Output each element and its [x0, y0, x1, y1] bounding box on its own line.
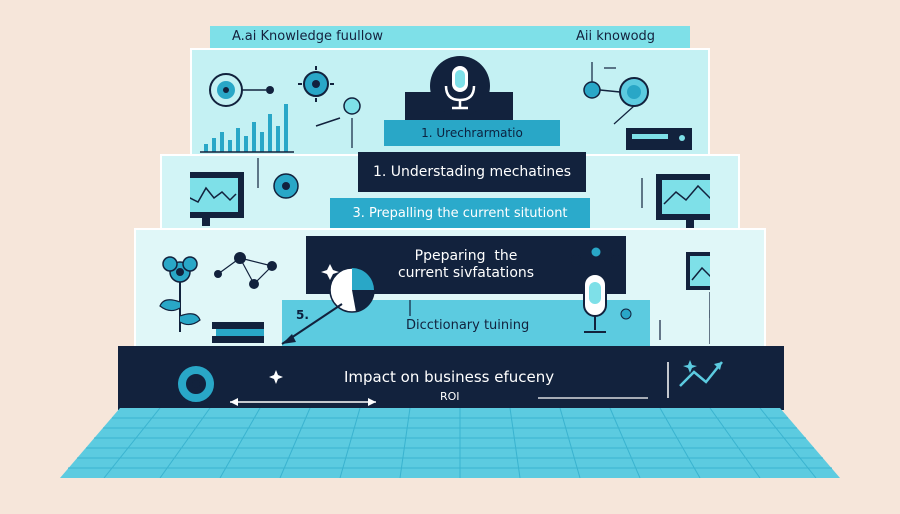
plant-icon: [159, 256, 201, 332]
books-icon: [212, 322, 264, 343]
roi-label: ROI: [440, 390, 460, 403]
step-2: 1. Understading mechatines: [358, 152, 586, 192]
lower-decor: [159, 246, 710, 345]
device-icon: [626, 128, 692, 150]
pie-chart-icon: [329, 267, 375, 313]
small-nodes-icon: [571, 246, 632, 320]
step-3: 3. Prepalling the current situtiont: [330, 198, 590, 228]
chart-screen-icon: [686, 252, 710, 290]
platform-decor: [178, 360, 723, 406]
gear-icon-mid: [273, 173, 299, 199]
sparkle-icon-left: [269, 370, 283, 384]
sparkle-gear-icon: [343, 97, 361, 115]
bar-chart-icon: [204, 104, 288, 152]
donut-icon: [178, 366, 214, 402]
network-icon: [583, 62, 649, 125]
impact-title: Impact on business efuceny: [344, 368, 555, 386]
decor-layer: [190, 62, 710, 318]
sparkle-icon: [321, 264, 339, 280]
step-5-label: Dicctionary tuining: [406, 318, 530, 333]
banner-right-title: Aii knowodg: [576, 29, 656, 44]
node-network-icon: [214, 252, 277, 289]
step-1: 1. Urechrarmatio: [384, 120, 560, 146]
microphone-icon: [430, 56, 490, 116]
step-4-label: Ppeparing the current sivfatations: [397, 248, 535, 281]
gear-icon: [298, 66, 334, 102]
impact-platform: [118, 346, 784, 410]
step-5-number: 5.: [296, 308, 309, 322]
banner-left-title: A.ai Knowledge fuullow: [232, 29, 383, 44]
growth-arrow-icon: [667, 360, 723, 398]
target-icon: [209, 73, 243, 107]
title-banner: [210, 26, 690, 48]
grid-floor: [60, 408, 840, 478]
monitor-icon-left: [190, 172, 244, 226]
microphone-icon-lower: [583, 273, 607, 333]
monitor-icon-right: [656, 174, 710, 228]
